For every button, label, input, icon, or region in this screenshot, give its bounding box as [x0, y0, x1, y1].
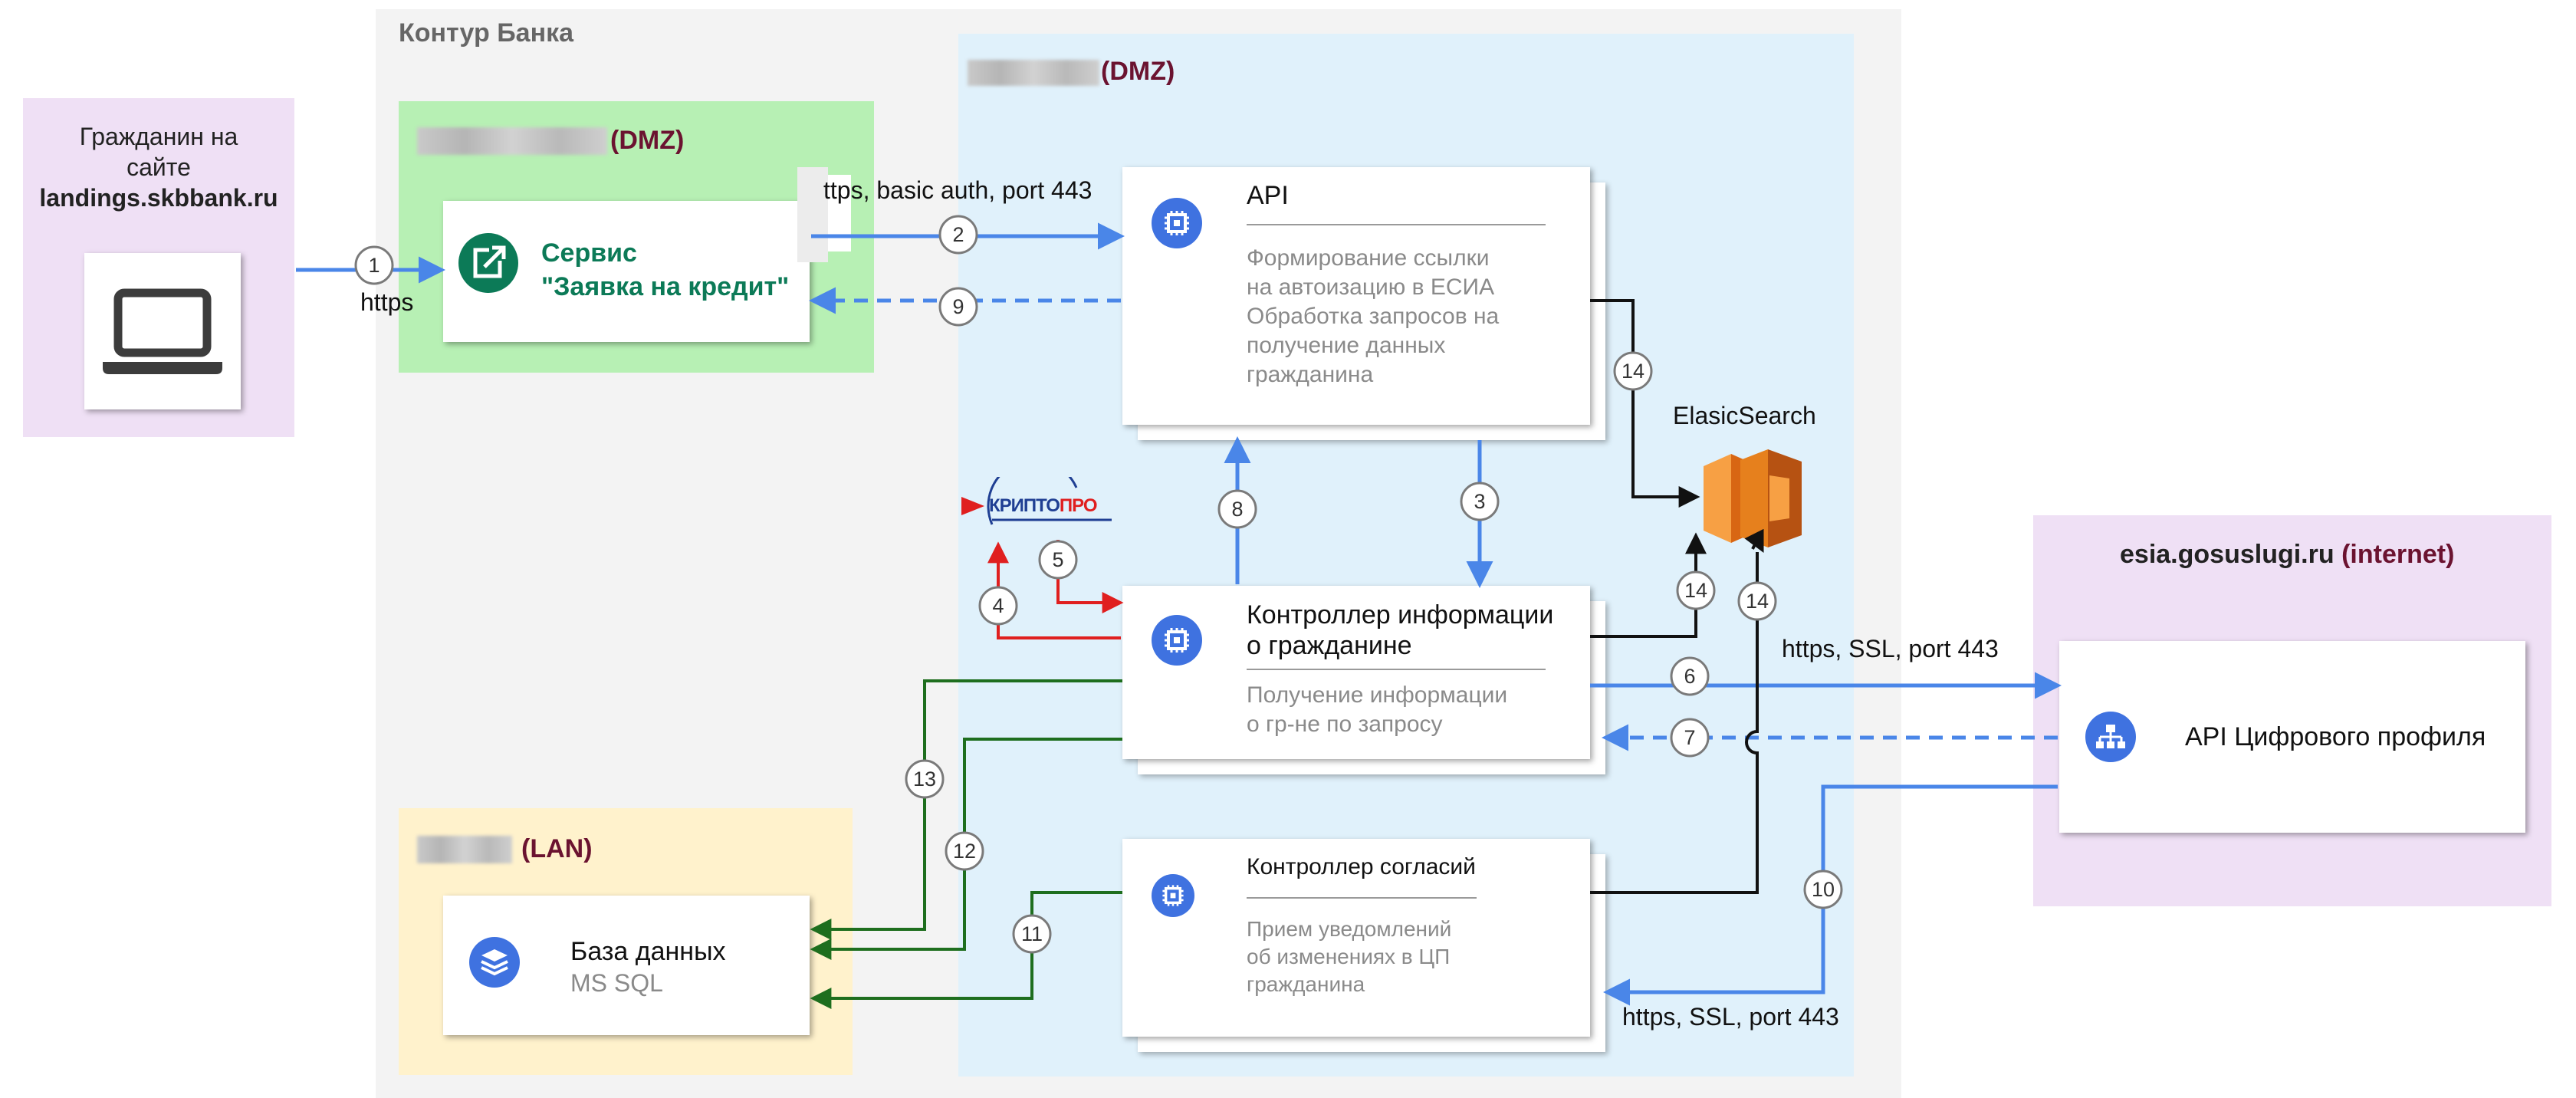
service-title: Сервис "Заявка на кредит": [541, 236, 789, 304]
flow-13: [810, 679, 1122, 940]
flow-11: [810, 891, 1122, 1009]
basic-auth-label: ttps, basic auth, port 443: [823, 176, 1092, 204]
cryptopro-text: КРИПТОПРО: [989, 495, 1097, 517]
step-1: 1: [368, 254, 380, 277]
step-11: 11: [1021, 922, 1043, 945]
internet-suffix: (internet): [2341, 540, 2455, 569]
redacted-name: [417, 127, 607, 155]
database-title: База данных: [570, 937, 726, 966]
flow-14-api: [1590, 299, 1700, 508]
elasticsearch-icon: [1704, 449, 1802, 547]
chip-icon: [1152, 615, 1202, 666]
step-14c: 14: [1746, 590, 1769, 613]
api-description: Формирование ссылки на автоизацию в ЕСИА…: [1247, 245, 1500, 387]
flow-4: [987, 541, 1121, 639]
citizen-line1: Гражданин на: [79, 123, 238, 150]
redacted-name: [968, 60, 1099, 86]
ssl-label-bottom: https, SSL, port 443: [1622, 1003, 1839, 1031]
step-10: 10: [1812, 878, 1835, 901]
citizen-line2: сайте: [127, 153, 191, 181]
label-background: [828, 175, 851, 251]
step-7: 7: [1684, 726, 1695, 749]
label-background: [797, 167, 828, 262]
lan-label: (LAN): [521, 834, 593, 863]
api-card[interactable]: API Формирование ссылки на автоизацию в …: [1122, 167, 1590, 425]
info-controller-card[interactable]: Контроллер информации о гражданине Получ…: [1122, 586, 1590, 759]
service-line1: Сервис: [541, 238, 637, 268]
laptop-card: [84, 253, 241, 409]
database-icon: [469, 937, 520, 988]
dmz-blue-label: (DMZ): [1101, 57, 1175, 86]
sitemap-icon: [2085, 712, 2136, 762]
esia-api-card[interactable]: API Цифрового профиля: [2059, 641, 2525, 833]
step-4: 4: [992, 594, 1004, 617]
citizen-site: landings.skbbank.ru: [39, 184, 278, 212]
step-5: 5: [1052, 548, 1063, 571]
database-card[interactable]: База данных MS SQL: [443, 896, 810, 1035]
info-controller-description: Получение информации о гр-не по запросу: [1247, 682, 1508, 737]
step-14b: 14: [1684, 579, 1707, 602]
step-8: 8: [1231, 498, 1243, 521]
divider: [1247, 224, 1546, 225]
api-title: API: [1247, 181, 1289, 210]
cryptopro-part1: КРИПТО: [989, 495, 1060, 516]
internet-zone-title: esia.gosuslugi.ru (internet): [2120, 540, 2454, 570]
service-card[interactable]: Сервис "Заявка на кредит": [443, 201, 810, 342]
elastic-label: ElasicSearch: [1673, 402, 1816, 429]
step-2: 2: [952, 223, 964, 246]
consent-controller-description: Прием уведомлений об изменениях в ЦП гра…: [1247, 917, 1452, 996]
chip-icon: [1152, 198, 1202, 248]
step-6: 6: [1684, 665, 1695, 688]
consent-controller-card[interactable]: Контроллер согласий Прием уведомлений об…: [1122, 839, 1590, 1037]
step-14a: 14: [1622, 360, 1644, 383]
step-13: 13: [913, 768, 936, 791]
step-12: 12: [953, 840, 976, 863]
step-numbers: 1 2 3 4 5 6 7 8 9 10 11 12 13 14 14 14: [368, 223, 1835, 945]
open-external-icon: [458, 233, 518, 293]
internet-host: esia.gosuslugi.ru: [2120, 540, 2334, 569]
info-controller-title-line1: Контроллер информации: [1247, 600, 1554, 630]
consent-controller-title: Контроллер согласий: [1247, 854, 1476, 879]
chip-icon: [1152, 874, 1194, 917]
redacted-name: [417, 836, 512, 863]
divider: [1247, 897, 1477, 899]
flow-14-consent: [1590, 540, 1762, 894]
info-controller-title: Контроллер информации о гражданине: [1247, 600, 1553, 661]
info-controller-title-line2: о гражданине: [1247, 631, 1412, 660]
https-label: https: [360, 288, 414, 316]
step-markers: [354, 215, 1843, 954]
esia-api-label: API Цифрового профиля: [2185, 722, 2486, 751]
ssl-label-top: https, SSL, port 443: [1782, 635, 1999, 662]
laptop-icon: [103, 288, 222, 374]
cryptopro-part2: ПРО: [1059, 495, 1098, 516]
bank-contour-title: Контур Банка: [399, 18, 574, 48]
divider: [1247, 669, 1546, 670]
citizen-caption: Гражданин на сайте landings.skbbank.ru: [23, 121, 294, 213]
service-line2: "Заявка на кредит": [541, 272, 790, 301]
cryptopro-logo: КРИПТОПРО: [961, 477, 1112, 537]
step-3: 3: [1474, 490, 1485, 513]
database-subtitle: MS SQL: [570, 969, 663, 997]
flow-14-info: [1590, 532, 1707, 638]
dmz-green-label: (DMZ): [610, 126, 685, 155]
step-9: 9: [952, 295, 964, 318]
